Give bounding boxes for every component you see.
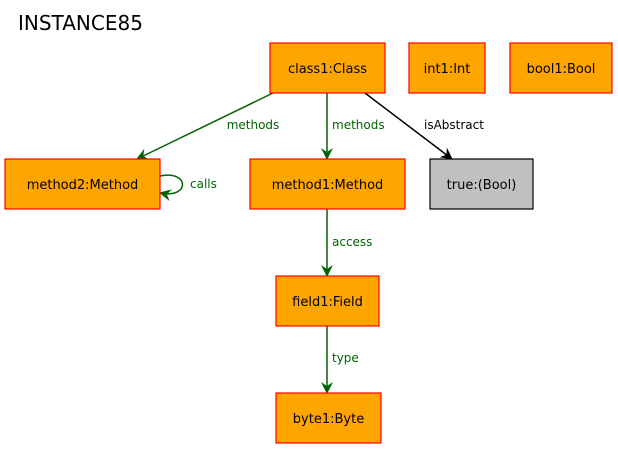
edge-label-methods: methods [332, 118, 385, 132]
node-box-field1 [275, 275, 380, 327]
diagram-title: INSTANCE85 [18, 11, 143, 35]
edge-label-calls: calls [190, 177, 217, 191]
node-label-method1: method1:Method [272, 178, 384, 193]
edge-method2-to-method2-arrow [159, 174, 184, 202]
node-box-method2 [4, 158, 161, 210]
node-bool1: bool1:Bool [509, 42, 613, 94]
node-box-int1 [408, 42, 486, 94]
node-label-method2: method2:Method [27, 178, 139, 193]
edge-class1-to-true-arrow [364, 92, 453, 160]
edge-class1-to-method2-arrow [136, 92, 274, 160]
node-label-true: true:(Bool) [447, 178, 517, 193]
node-class1: class1:Class [269, 42, 386, 94]
node-box-true [429, 158, 534, 210]
edge-label-type: type [332, 351, 359, 365]
node-box-bool1 [509, 42, 613, 94]
node-field1: field1:Field [275, 275, 380, 327]
edge-label-methods: methods [227, 118, 280, 132]
node-label-bool1: bool1:Bool [527, 62, 596, 77]
node-label-field1: field1:Field [292, 295, 363, 310]
node-box-byte1 [275, 392, 382, 444]
node-int1: int1:Int [408, 42, 486, 94]
node-method1: method1:Method [249, 158, 406, 210]
node-label-byte1: byte1:Byte [293, 412, 364, 427]
node-box-class1 [269, 42, 386, 94]
edge-label-isabstract: isAbstract [424, 118, 484, 132]
edges-layer: methods methods isAbstract calls access type [136, 92, 484, 394]
node-label-int1: int1:Int [424, 62, 471, 77]
node-box-method1 [249, 158, 406, 210]
node-label-class1: class1:Class [288, 62, 367, 77]
node-method2: method2:Method [4, 158, 161, 210]
node-byte1: byte1:Byte [275, 392, 382, 444]
nodes-layer: class1:Class int1:Int bool1:Bool method2:Me… [4, 42, 613, 444]
edge-label-access: access [332, 235, 372, 249]
node-true: true:(Bool) [429, 158, 534, 210]
